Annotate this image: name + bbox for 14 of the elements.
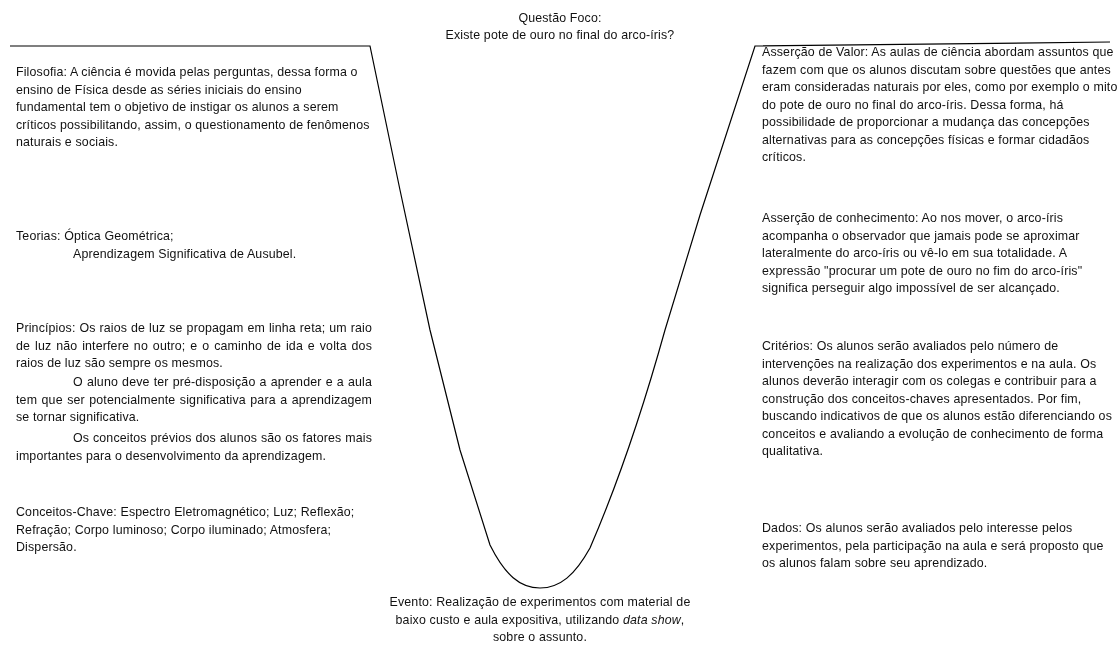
principles-text: O aluno deve ter pré-disposição a aprender e a aula tem que ser potencialmente significativa para a aprendizagem se tornar significativa. [16, 374, 372, 426]
theories-text: Aprendizagem Significativa de Ausubel. [73, 246, 298, 263]
key-concepts-text: Conceitos-Chave: Espectro Eletromagnético; Luz; Reflexão; Refração; Corpo luminoso; Corpo iluminado; Atmosfera; Dispersão. [16, 504, 356, 556]
focus-question-heading: Questão Foco: [517, 10, 603, 27]
event-text: Evento: Realização de experimentos com material de baixo custo e aula expositiva, utilizando data show, sobre o assunto. [388, 594, 692, 646]
value-claim-text: Asserção de Valor: As aulas de ciência abordam assuntos que fazem com que os alunos discutam sobre questões que antes eram consideradas naturais por eles, como por exemplo o mito do pote de ouro no final do arco-íris. Dessa forma, há possibilidade de proporcionar a mudança das concepções alternativas para as concepções físicas e formar cidadãos críticos. [762, 44, 1118, 166]
theories-text: Teorias: Óptica Geométrica; [16, 228, 175, 245]
data-text: Dados: Os alunos serão avaliados pelo interesse pelos experimentos, pela participação na aula e será proposto que os alunos falam sobre seu aprendizado. [762, 520, 1105, 572]
principles-text: Os conceitos prévios dos alunos são os fatores mais importantes para o desenvolvimento da aprendizagem. [16, 430, 372, 465]
principles-text: Princípios: Os raios de luz se propagam em linha reta; um raio de luz não interfere no outro; e o caminho de ida e volta dos raios de luz são sempre os mesmos. [16, 320, 372, 372]
focus-question: Existe pote de ouro no final do arco-íris? [444, 27, 676, 44]
philosophy-text: Filosofia: A ciência é movida pelas perguntas, dessa forma o ensino de Física desde as séries iniciais do ensino fundamental tem o objetivo de instigar os alunos a serem críticos possibilitando, assim, o questionamento de fenômenos naturais e sociais. [16, 64, 371, 151]
criteria-text: Critérios: Os alunos serão avaliados pelo número de intervenções na realização dos experimentos e na aula. Os alunos deverão interagir com os colegas e contribuir para a construção dos conceitos-chaves apresentados. Por fim, buscando indicativos de que os alunos estão diferenciando os conceitos e avaliando a evolução de conhecimento de forma qualitativa. [762, 338, 1113, 460]
knowledge-claim-text: Asserção de conhecimento: Ao nos mover, o arco-íris acompanha o observador que jamais pode se aproximar lateralmente do arco-íris ou vê-lo em sua totalidade. A expressão "procurar um pote de ouro no fim do arco-íris" significa perseguir algo impossível de ser alcançado. [762, 210, 1084, 297]
